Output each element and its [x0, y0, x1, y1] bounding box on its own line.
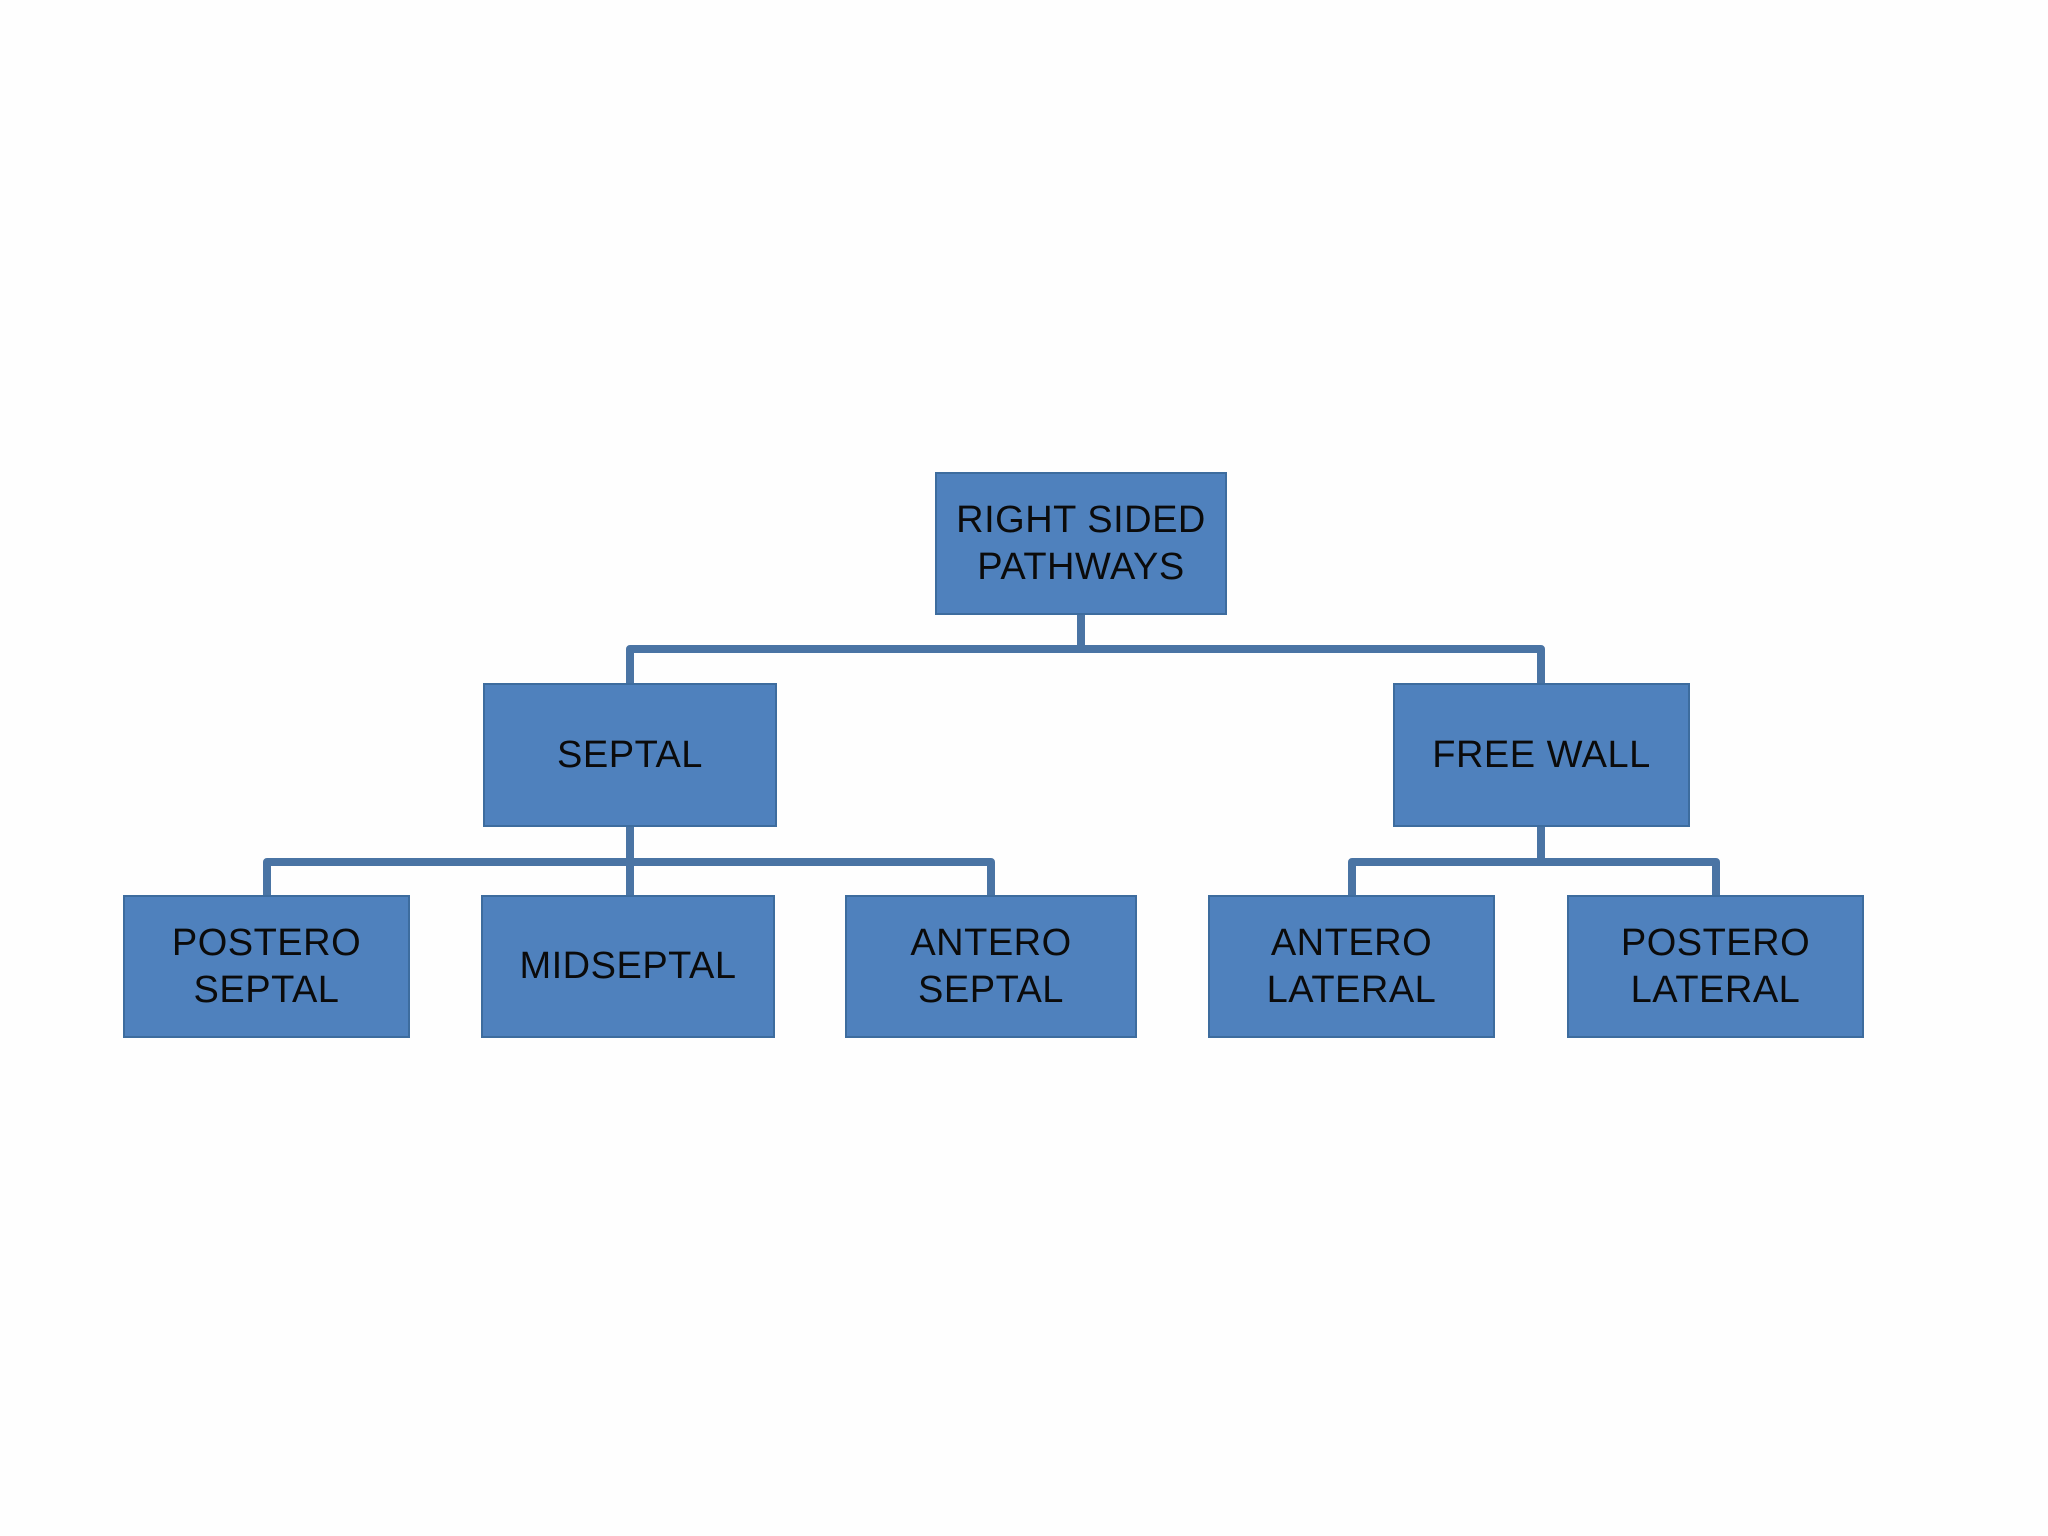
connector-level1-bracket	[626, 645, 1545, 684]
node-label: ANTERO SEPTAL	[910, 922, 1072, 1011]
node-label: RIGHT SIDED PATHWAYS	[956, 499, 1206, 588]
connector-septal-children-bracket	[263, 858, 995, 896]
node-label: SEPTAL	[557, 733, 703, 776]
node-right-sided-pathways: RIGHT SIDED PATHWAYS	[935, 472, 1227, 615]
node-label: FREE WALL	[1432, 733, 1651, 776]
node-septal: SEPTAL	[483, 683, 777, 827]
node-label: ANTERO LATERAL	[1266, 922, 1437, 1011]
node-label: POSTERO LATERAL	[1620, 922, 1811, 1011]
node-antero-septal: ANTERO SEPTAL	[845, 895, 1137, 1038]
node-postero-lateral: POSTERO LATERAL	[1567, 895, 1864, 1038]
node-midseptal: MIDSEPTAL	[481, 895, 775, 1038]
node-label: MIDSEPTAL	[519, 945, 737, 988]
connector-freewall-children-bracket	[1348, 858, 1720, 896]
node-label: POSTERO SEPTAL	[171, 922, 362, 1011]
node-free-wall: FREE WALL	[1393, 683, 1690, 827]
node-postero-septal: POSTERO SEPTAL	[123, 895, 410, 1038]
node-antero-lateral: ANTERO LATERAL	[1208, 895, 1495, 1038]
